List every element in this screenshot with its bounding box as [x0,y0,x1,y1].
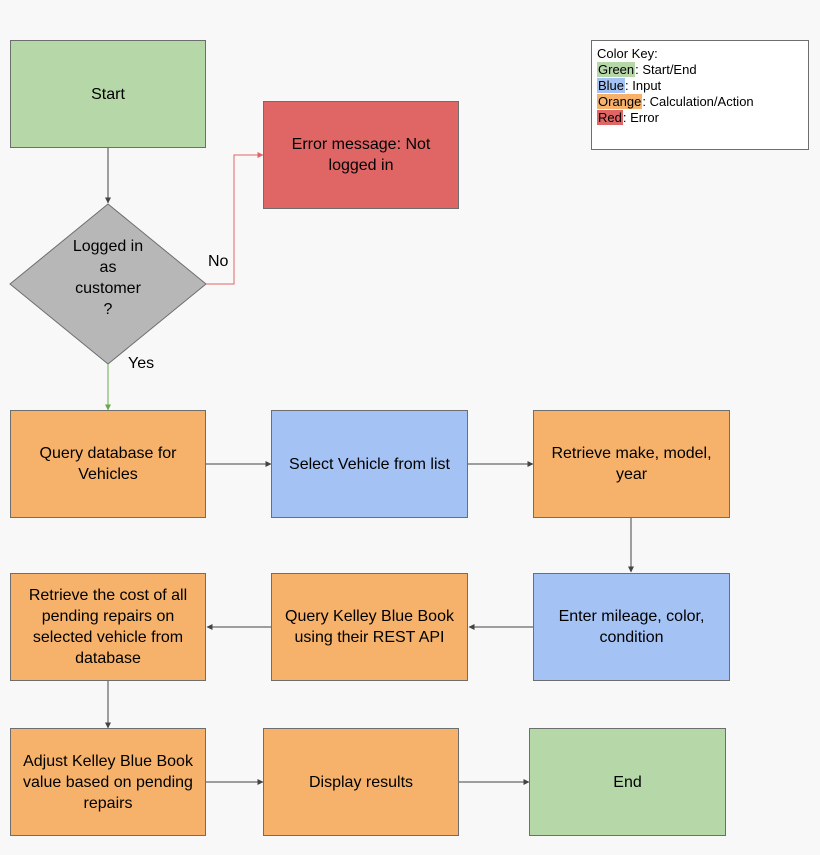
legend-item-blue: Blue: Input [597,78,803,94]
legend-text-red: : Error [622,110,659,125]
enter-mileage-node: Enter mileage, color, condition [533,573,730,681]
legend-swatch-green: Green [597,62,636,77]
query-database-node: Query database for Vehicles [10,410,206,518]
decision-line-3: customer [75,280,141,297]
error-node: Error message: Not logged in [263,101,459,209]
decision-line-1: Logged in [72,238,144,255]
legend-item-orange: Orange: Calculation/Action [597,94,803,110]
adjust-value-node: Adjust Kelley Blue Book value based on p… [10,728,206,836]
retrieve-make-node: Retrieve make, model, year [533,410,730,518]
end-node: End [529,728,726,836]
edge-label-yes: Yes [128,355,155,372]
decision-line-2: as [99,259,117,276]
retrieve-cost-node: Retrieve the cost of all pending repairs… [10,573,206,681]
decision-line-4: ? [103,301,113,318]
legend-text-orange: : Calculation/Action [642,94,754,109]
select-vehicle-node: Select Vehicle from list [271,410,468,518]
legend-item-red: Red: Error [597,110,803,126]
legend-text-green: : Start/End [635,62,697,77]
edge-no [206,152,264,285]
legend-swatch-blue: Blue [597,78,626,93]
display-results-node: Display results [263,728,459,836]
query-kbb-node: Query Kelley Blue Book using their REST … [271,573,468,681]
color-key-legend: Color Key: Green: Start/End Blue: Input … [591,40,809,150]
legend-text-blue: : Input [625,78,662,93]
legend-swatch-orange: Orange [597,94,643,109]
decision-label: Logged in as customer ? [40,236,176,320]
legend-item-green: Green: Start/End [597,62,803,78]
edge-label-no: No [208,253,229,270]
legend-swatch-red: Red [597,110,623,125]
legend-title: Color Key: [597,46,658,61]
start-node: Start [10,40,206,148]
